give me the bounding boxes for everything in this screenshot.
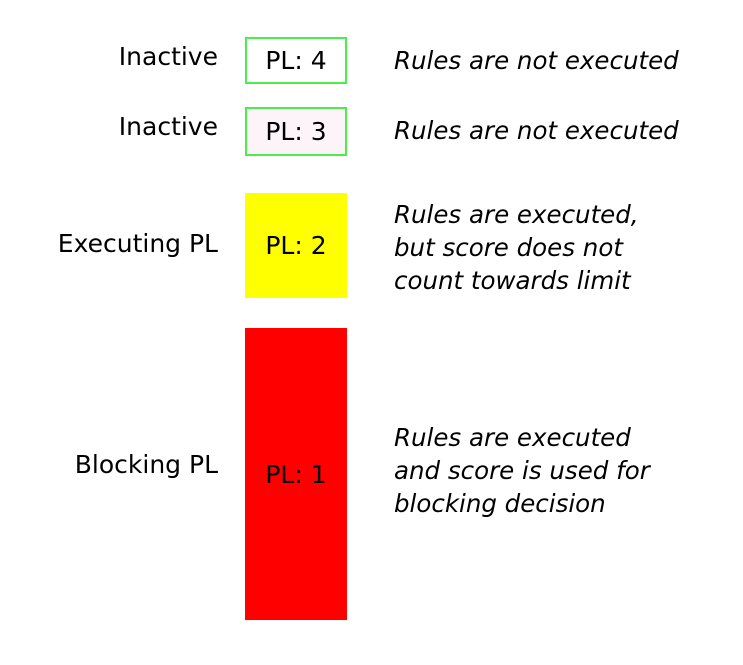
description-line: Rules are executed,: [394, 200, 639, 229]
pl-box-pl1: PL: 1: [245, 328, 347, 620]
pl-box-pl2: PL: 2: [245, 193, 347, 298]
description-line: count towards limit: [394, 266, 631, 295]
pl-box-pl3: PL: 3: [245, 107, 347, 156]
state-label-pl2: Executing PL: [57, 229, 218, 258]
pl-box-label-pl2: PL: 2: [265, 231, 327, 260]
pl-box-label-pl3: PL: 3: [265, 117, 327, 146]
description-line: Rules are not executed: [394, 46, 679, 75]
description-line: and score is used for: [394, 456, 650, 485]
pl-box-label-pl4: PL: 4: [265, 46, 327, 75]
state-label-pl1: Blocking PL: [74, 450, 218, 479]
pl-box-pl4: PL: 4: [245, 37, 347, 84]
state-label-pl3: Inactive: [118, 112, 218, 141]
diagram-row-pl2: Executing PL PL: 2 Rules are executed, b…: [0, 185, 743, 325]
pl-box-label-pl1: PL: 1: [265, 459, 327, 489]
diagram-row-pl3: Inactive PL: 3 Rules are not executed: [0, 100, 743, 185]
description-line: blocking decision: [394, 489, 606, 518]
description-line: Rules are executed: [394, 423, 631, 452]
description-line: Rules are not executed: [394, 116, 679, 145]
description-pl4: Rules are not executed: [394, 44, 739, 77]
diagram-row-pl4: Inactive PL: 4 Rules are not executed: [0, 0, 743, 100]
description-pl3: Rules are not executed: [394, 114, 739, 147]
description-line: but score does not: [394, 233, 623, 262]
diagram-row-pl1: Blocking PL PL: 1 Rules are executed and…: [0, 325, 743, 665]
state-label-pl4: Inactive: [118, 42, 218, 71]
description-pl1: Rules are executed and score is used for…: [394, 421, 739, 520]
description-pl2: Rules are executed, but score does not c…: [394, 198, 739, 297]
